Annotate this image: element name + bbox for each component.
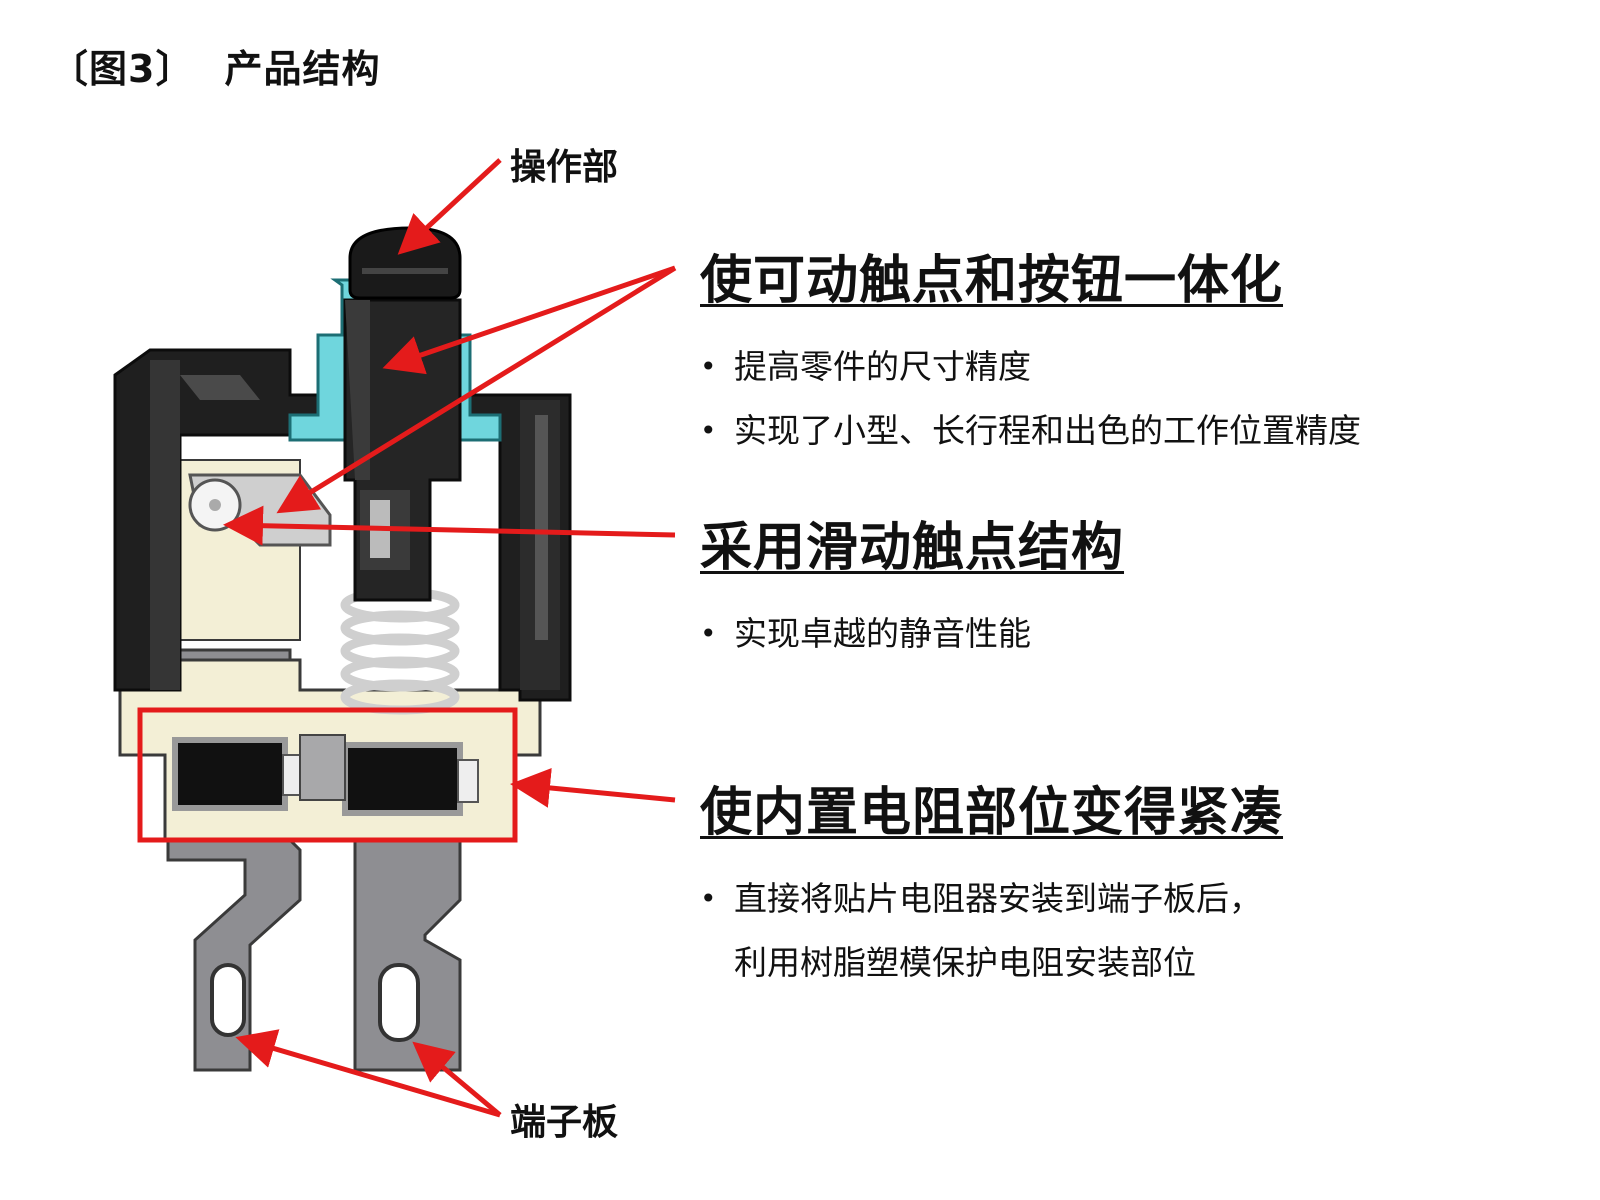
figure-caption: 产品结构	[224, 47, 381, 91]
feature-bullet: 实现了小型、长行程和出色的工作位置精度	[700, 399, 1580, 463]
arrow-integrated-1	[382, 265, 676, 375]
arrow-terminal-2	[412, 1041, 502, 1117]
switch-housing	[113, 348, 572, 702]
arrow-sliding	[223, 505, 676, 546]
chip-resistors	[172, 734, 479, 816]
label-operation-part: 操作部	[510, 147, 619, 188]
arrow-resistor	[510, 767, 676, 808]
feature-bullet: 实现卓越的静音性能	[700, 602, 1580, 666]
feature-heading: 使可动触点和按钮一体化	[700, 251, 1284, 311]
figure-title: 〔图3〕产品结构	[50, 38, 380, 93]
feature-bullet-line: 利用树脂塑模保护电阻安装部位	[734, 943, 1196, 982]
feature-bullet: 直接将贴片电阻器安装到端子板后， 利用树脂塑模保护电阻安装部位	[700, 867, 1580, 995]
feature-bullet: 提高零件的尺寸精度	[700, 335, 1580, 399]
figure-number: 〔图3〕	[50, 47, 195, 91]
feature-integrated-contact: 使可动触点和按钮一体化 提高零件的尺寸精度 实现了小型、长行程和出色的工作位置精…	[700, 238, 1580, 463]
feature-heading: 采用滑动触点结构	[700, 518, 1125, 578]
feature-compact-resistor: 使内置电阻部位变得紧凑 直接将贴片电阻器安装到端子板后， 利用树脂塑模保护电阻安…	[700, 770, 1580, 995]
feature-bullet-line: 直接将贴片电阻器安装到端子板后，	[734, 879, 1262, 918]
label-terminal-plate: 端子板	[510, 1102, 619, 1143]
button-head	[348, 226, 462, 300]
callout-arrows	[223, 158, 677, 1118]
arrow-operation	[397, 158, 502, 255]
feature-sliding-contact: 采用滑动触点结构 实现卓越的静音性能	[700, 505, 1580, 666]
feature-heading: 使内置电阻部位变得紧凑	[700, 783, 1284, 843]
arrow-terminal-1	[235, 1029, 501, 1118]
arrow-integrated-2	[276, 265, 677, 514]
